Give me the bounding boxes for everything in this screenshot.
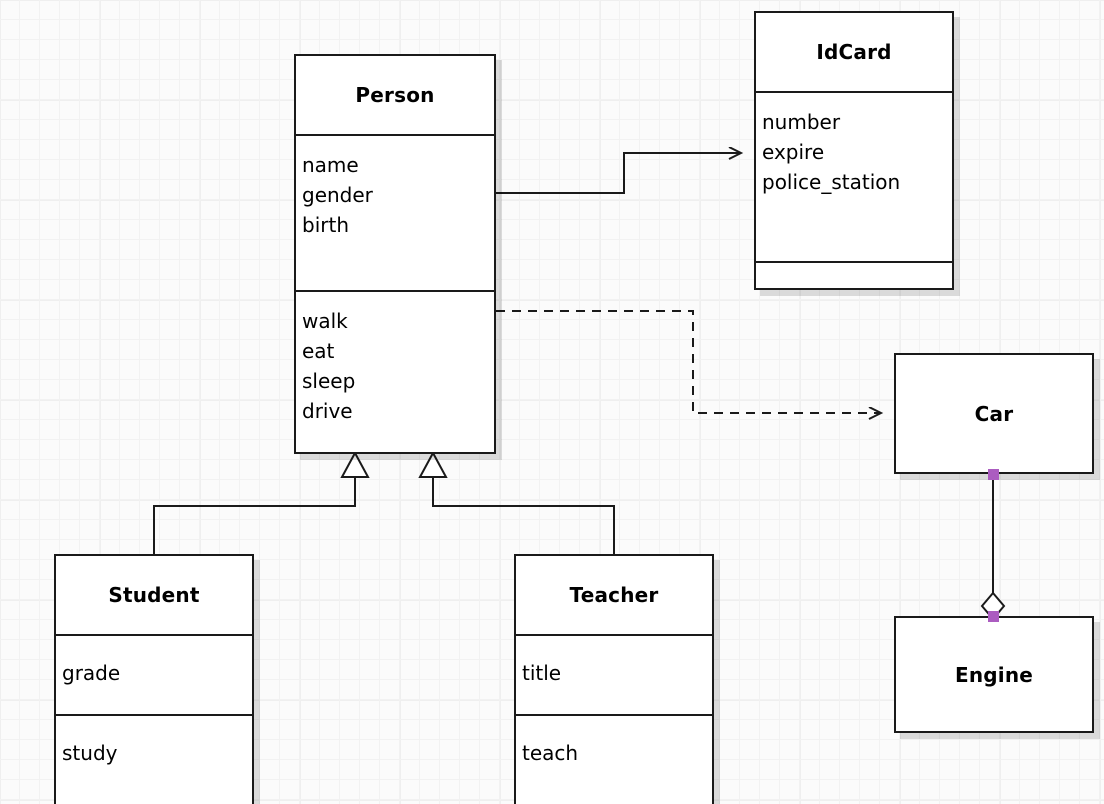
operation-item: eat (302, 339, 335, 363)
attribute-item: name (302, 153, 359, 177)
class-name-engine: Engine (954, 662, 1034, 687)
class-name-idcard: IdCard (816, 40, 892, 64)
class-name-student: Student (108, 583, 200, 607)
attribute-item: title (522, 661, 562, 685)
attributes-idcard: number expire police_station (756, 91, 952, 261)
class-box-idcard[interactable]: IdCard number expire police_station (754, 11, 954, 290)
class-name-car: Car (974, 401, 1014, 426)
attribute-item: expire (762, 140, 825, 164)
attribute-item: police_station (762, 170, 901, 194)
class-name-person: Person (355, 83, 435, 107)
edge-car-engine[interactable] (980, 474, 1006, 621)
operations-idcard (756, 261, 952, 292)
class-box-person[interactable]: Person name gender birth walk eat sleep … (294, 54, 496, 454)
class-box-engine[interactable]: Engine (894, 616, 1094, 733)
class-box-student[interactable]: Student grade study (54, 554, 254, 804)
operation-item: teach (522, 741, 579, 765)
class-name-teacher: Teacher (569, 583, 659, 607)
operations-person: walk eat sleep drive (296, 290, 494, 452)
operation-item: sleep (302, 369, 356, 393)
class-box-teacher[interactable]: Teacher title teach (514, 554, 714, 804)
class-box-car[interactable]: Car (894, 353, 1094, 474)
edge-teacher-person[interactable] (418, 450, 615, 554)
operation-item: drive (302, 399, 353, 423)
edge-person-idcard[interactable] (496, 153, 741, 194)
attribute-item: gender (302, 183, 373, 207)
attribute-item: number (762, 110, 841, 134)
attribute-item: birth (302, 213, 349, 237)
attribute-item: grade (62, 661, 121, 685)
operations-student: study (56, 714, 252, 804)
edge-person-car[interactable] (496, 310, 881, 413)
operations-teacher: teach (516, 714, 712, 804)
operation-item: study (62, 741, 118, 765)
edge-handle-engine-end[interactable] (988, 611, 999, 622)
attributes-teacher: title (516, 634, 712, 714)
edge-student-person[interactable] (153, 450, 370, 554)
attributes-person: name gender birth (296, 134, 494, 290)
attributes-student: grade (56, 634, 252, 714)
edge-handle-car-end[interactable] (988, 469, 999, 480)
operation-item: walk (302, 309, 348, 333)
